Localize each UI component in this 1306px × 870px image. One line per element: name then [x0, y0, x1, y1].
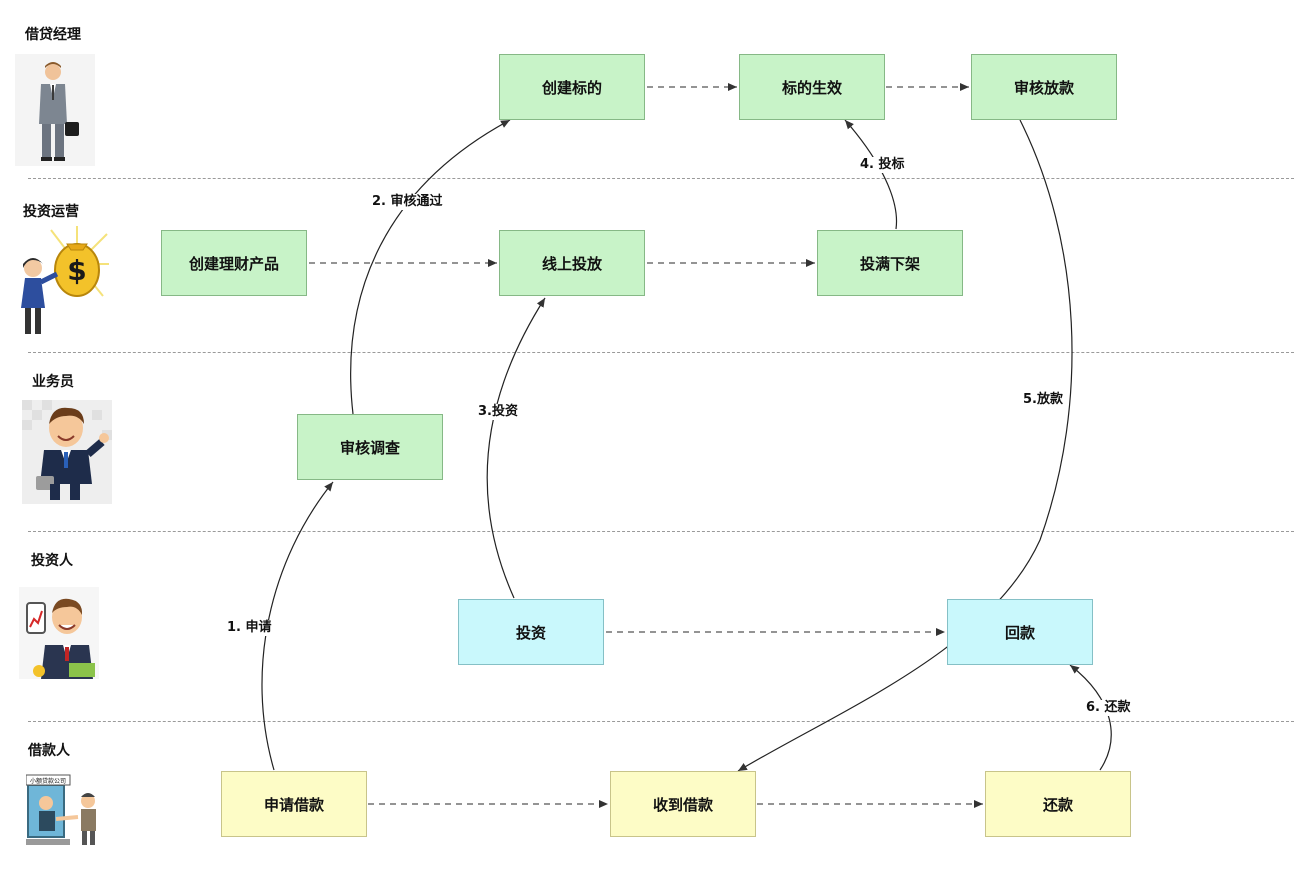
salesperson-avatar-icon [22, 400, 112, 504]
node-target-effective[interactable]: 标的生效 [739, 54, 885, 120]
edge-disburse [737, 119, 1073, 772]
loan-company-sign: 小额贷款公司 [30, 777, 66, 785]
node-receive-loan[interactable]: 收到借款 [610, 771, 756, 837]
node-payment-back[interactable]: 回款 [947, 599, 1093, 665]
node-apply-loan[interactable]: 申请借款 [221, 771, 367, 837]
borrower-avatar-icon: 小额贷款公司 [26, 774, 96, 845]
edge-review-pass [350, 119, 511, 415]
node-review-investigate[interactable]: 审核调查 [297, 414, 443, 480]
edge-label-apply: 1. 申请 [225, 620, 274, 636]
edge-invest-to-launch [486, 297, 546, 599]
node-create-target[interactable]: 创建标的 [499, 54, 645, 120]
loan-manager-avatar-icon [15, 54, 95, 166]
svg-text:$: $ [67, 254, 86, 287]
lane-divider [28, 352, 1294, 353]
edge-label-disburse: 5.放款 [1021, 392, 1065, 408]
node-online-launch[interactable]: 线上投放 [499, 230, 645, 296]
lane-divider [28, 721, 1294, 722]
edge-label-bid: 4. 投标 [858, 157, 907, 173]
edge-repay-back [1069, 664, 1112, 771]
node-review-disburse[interactable]: 审核放款 [971, 54, 1117, 120]
lane-label-loan-manager: 借贷经理 [25, 27, 81, 43]
node-full-delist[interactable]: 投满下架 [817, 230, 963, 296]
edge-bid [844, 119, 898, 230]
edge-apply-review [261, 481, 334, 771]
investor-avatar-icon [19, 587, 99, 679]
node-invest[interactable]: 投资 [458, 599, 604, 665]
lane-label-borrower: 借款人 [28, 743, 70, 759]
edge-label-review-pass: 2. 审核通过 [370, 194, 445, 210]
lane-label-salesperson: 业务员 [32, 374, 74, 390]
lane-divider [28, 531, 1294, 532]
edge-label-repay: 6. 还款 [1084, 700, 1133, 716]
lane-label-investor: 投资人 [31, 553, 73, 569]
investment-operator-avatar-icon: $ [21, 226, 109, 334]
node-create-product[interactable]: 创建理财产品 [161, 230, 307, 296]
node-repay[interactable]: 还款 [985, 771, 1131, 837]
lane-label-investment-operation: 投资运营 [23, 204, 79, 220]
edge-label-invest: 3.投资 [476, 404, 520, 420]
lane-divider [28, 178, 1294, 179]
